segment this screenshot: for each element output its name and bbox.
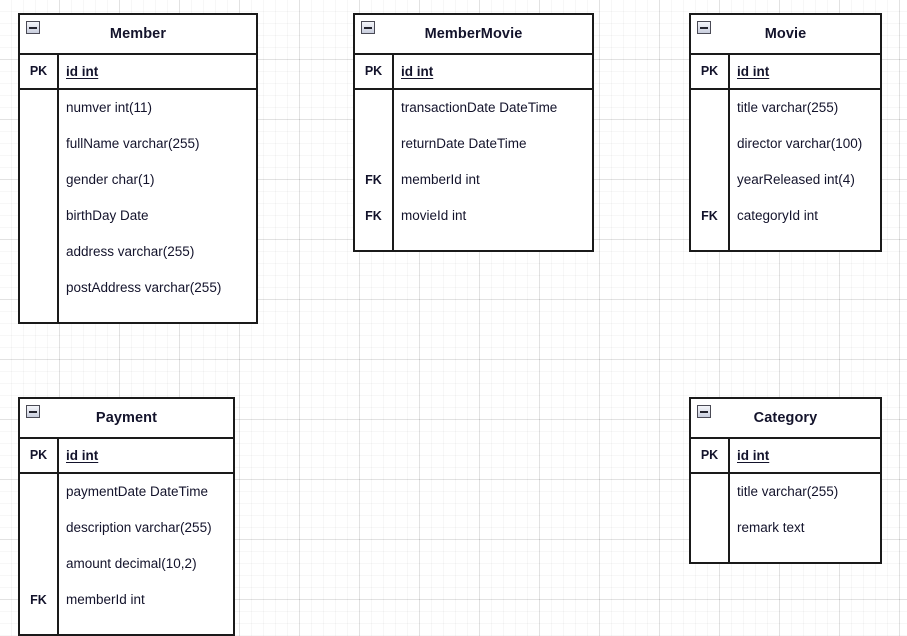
key-marker-fk: FK [701, 208, 718, 223]
column-separator [728, 474, 730, 546]
attribute-row[interactable]: birthDay Date [20, 198, 256, 234]
collapse-minus-icon[interactable] [361, 21, 375, 34]
field-name: categoryId int [737, 208, 819, 224]
primary-key-row[interactable]: PK id int [20, 55, 256, 322]
field-name: numver int(11) [66, 100, 153, 116]
entity-title-row: Payment [20, 399, 233, 439]
field-name: yearReleased int(4) [737, 172, 855, 188]
attribute-row[interactable]: postAddress varchar(255) [20, 270, 256, 306]
key-marker-fk: FK [365, 172, 382, 187]
key-marker-fk: FK [30, 592, 47, 607]
collapse-minus-icon[interactable] [26, 405, 40, 418]
primary-key-row[interactable]: PK id int [691, 439, 880, 562]
entity-title: Category [753, 409, 818, 426]
attribute-row[interactable]: FK memberId int [20, 582, 233, 618]
attribute-rows: title varchar(255) director varchar(100) y… [691, 90, 880, 250]
key-marker-pk: PK [700, 448, 719, 463]
field-name: id int [66, 63, 99, 79]
field-name: title varchar(255) [737, 100, 839, 116]
entity-body: PK id int numver int(11) fullName varchar(2… [20, 55, 256, 322]
attribute-row[interactable]: fullName varchar(255) [20, 126, 256, 162]
attribute-row[interactable]: yearReleased int(4) [691, 162, 880, 198]
key-marker-pk: PK [29, 64, 48, 79]
attribute-row[interactable]: returnDate DateTime [355, 126, 592, 162]
attribute-row[interactable]: address varchar(255) [20, 234, 256, 270]
entity-title: MemberMovie [424, 25, 523, 42]
field-name: paymentDate DateTime [66, 484, 209, 500]
primary-key-row[interactable]: PK id int [355, 55, 592, 250]
field-name: memberId int [401, 172, 480, 188]
attribute-rows: transactionDate DateTime returnDate DateT… [355, 90, 592, 250]
attribute-row[interactable]: FK movieId int [355, 198, 592, 234]
field-name: fullName varchar(255) [66, 136, 200, 152]
field-name: description varchar(255) [66, 520, 212, 536]
key-marker-fk: FK [365, 208, 382, 223]
collapse-minus-icon[interactable] [697, 21, 711, 34]
collapse-minus-icon[interactable] [26, 21, 40, 34]
column-separator [57, 90, 59, 306]
entity-body: PK id int title varchar(255) remark text [691, 439, 880, 562]
entity-body: PK id int paymentDate DateTime description … [20, 439, 233, 634]
attribute-rows: title varchar(255) remark text [691, 474, 880, 562]
attribute-rows: numver int(11) fullName varchar(255) gende… [20, 90, 256, 322]
entity-title: Payment [95, 409, 158, 426]
key-marker-pk: PK [29, 448, 48, 463]
attribute-rows: paymentDate DateTime description varchar(… [20, 474, 233, 634]
field-name: movieId int [401, 208, 467, 224]
attribute-row[interactable]: numver int(11) [20, 90, 256, 126]
field-name: title varchar(255) [737, 484, 839, 500]
field-name: amount decimal(10,2) [66, 556, 197, 572]
attribute-row[interactable]: title varchar(255) [691, 474, 880, 510]
field-name: returnDate DateTime [401, 136, 527, 152]
key-marker-pk: PK [364, 64, 383, 79]
field-name: transactionDate DateTime [401, 100, 558, 116]
entity-title: Movie [764, 25, 807, 42]
field-name: remark text [737, 520, 805, 536]
field-name: id int [401, 63, 434, 79]
field-name: id int [737, 447, 770, 463]
attribute-row[interactable]: title varchar(255) [691, 90, 880, 126]
collapse-minus-icon[interactable] [697, 405, 711, 418]
key-marker-pk: PK [700, 64, 719, 79]
attribute-row[interactable]: remark text [691, 510, 880, 546]
attribute-row[interactable]: transactionDate DateTime [355, 90, 592, 126]
attribute-row[interactable]: gender char(1) [20, 162, 256, 198]
entity-title-row: Category [691, 399, 880, 439]
field-name: gender char(1) [66, 172, 155, 188]
field-name: director varchar(100) [737, 136, 863, 152]
field-name: id int [66, 447, 99, 463]
entity-body: PK id int title varchar(255) director varch… [691, 55, 880, 250]
column-separator [57, 474, 59, 618]
column-separator [392, 90, 394, 234]
entity-title-row: Member [20, 15, 256, 55]
entity-body: PK id int transactionDate DateTime returnDa… [355, 55, 592, 250]
attribute-row[interactable]: director varchar(100) [691, 126, 880, 162]
field-name: id int [737, 63, 770, 79]
entity-title: Member [109, 25, 167, 42]
attribute-row[interactable]: FK categoryId int [691, 198, 880, 234]
primary-key-row[interactable]: PK id int [691, 55, 880, 250]
attribute-row[interactable]: paymentDate DateTime [20, 474, 233, 510]
entity-title-row: Movie [691, 15, 880, 55]
attribute-row[interactable]: FK memberId int [355, 162, 592, 198]
field-name: postAddress varchar(255) [66, 280, 222, 296]
column-separator [728, 90, 730, 234]
field-name: birthDay Date [66, 208, 149, 224]
field-name: address varchar(255) [66, 244, 195, 260]
primary-key-row[interactable]: PK id int [20, 439, 233, 634]
entity-title-row: MemberMovie [355, 15, 592, 55]
attribute-row[interactable]: description varchar(255) [20, 510, 233, 546]
attribute-row[interactable]: amount decimal(10,2) [20, 546, 233, 582]
field-name: memberId int [66, 592, 145, 608]
